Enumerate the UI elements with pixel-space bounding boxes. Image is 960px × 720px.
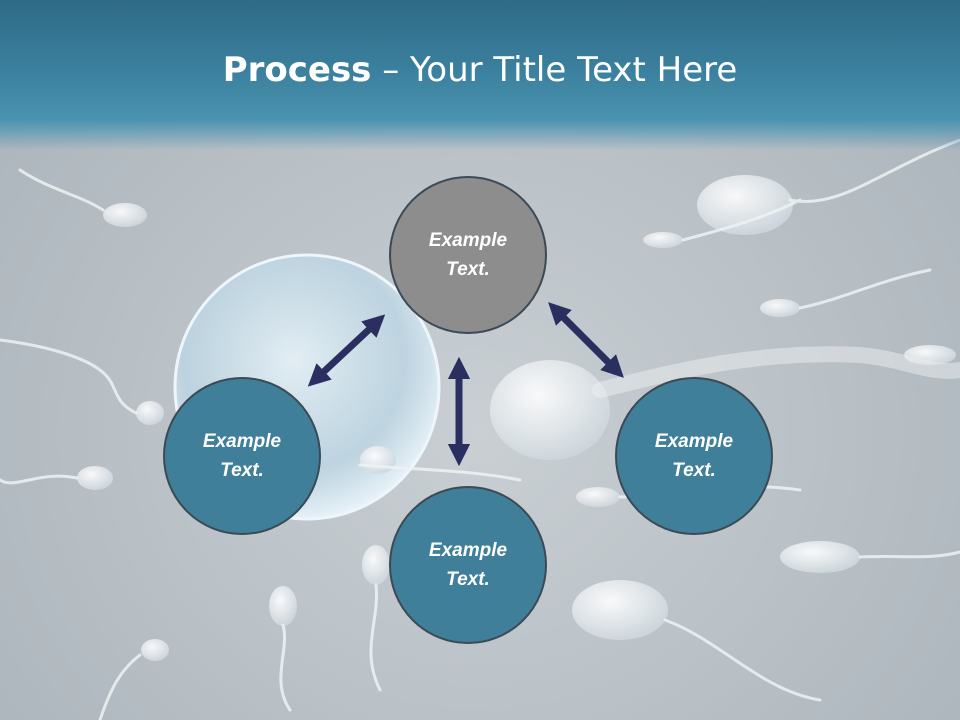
node-top-text: Example Text. (428, 230, 508, 280)
node-left-text: Example Text. (202, 431, 282, 481)
title-bold: Process (222, 50, 372, 90)
title-banner (0, 0, 960, 150)
arrow-top-right (548, 302, 624, 378)
node-right-text: Example Text. (654, 431, 734, 481)
arrow-top-left (307, 314, 386, 387)
process-node-top[interactable]: Example Text. (389, 176, 547, 334)
process-node-left[interactable]: Example Text. (163, 377, 321, 535)
process-node-right[interactable]: Example Text. (615, 377, 773, 535)
process-node-bottom[interactable]: Example Text. (389, 486, 547, 644)
title-rest: – Your Title Text Here (371, 50, 738, 90)
node-bottom-text: Example Text. (428, 540, 508, 590)
slide-title: Process – Your Title Text Here (0, 50, 960, 90)
